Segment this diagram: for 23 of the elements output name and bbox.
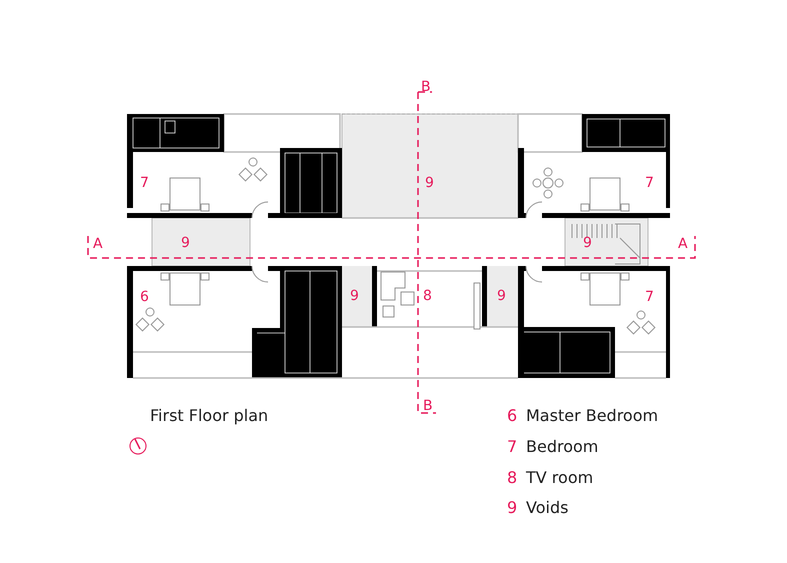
key-text: Master Bedroom: [526, 408, 658, 424]
room-number: 9: [181, 236, 190, 250]
room-number: 8: [423, 289, 432, 303]
key-number: 7: [507, 439, 518, 455]
room-number: 7: [645, 290, 654, 304]
key-text: TV room: [526, 470, 594, 486]
room-number: 9: [583, 236, 592, 250]
section-marker: A: [93, 237, 103, 251]
key-number: 6: [507, 408, 518, 424]
room-number: 9: [425, 176, 434, 190]
section-marker: B: [421, 80, 431, 94]
section-marker: A: [678, 237, 688, 251]
plan-title: First Floor plan: [150, 406, 268, 425]
key-number: 8: [507, 470, 518, 486]
room-number: 6: [140, 290, 149, 304]
section-marker: B: [423, 399, 433, 413]
room-number: 9: [497, 289, 506, 303]
room-number: 7: [140, 176, 149, 190]
key-text: Bedroom: [526, 439, 598, 455]
key-text: Voids: [526, 500, 568, 516]
room-number: 7: [645, 176, 654, 190]
key-number: 9: [507, 500, 518, 516]
room-number: 9: [350, 289, 359, 303]
